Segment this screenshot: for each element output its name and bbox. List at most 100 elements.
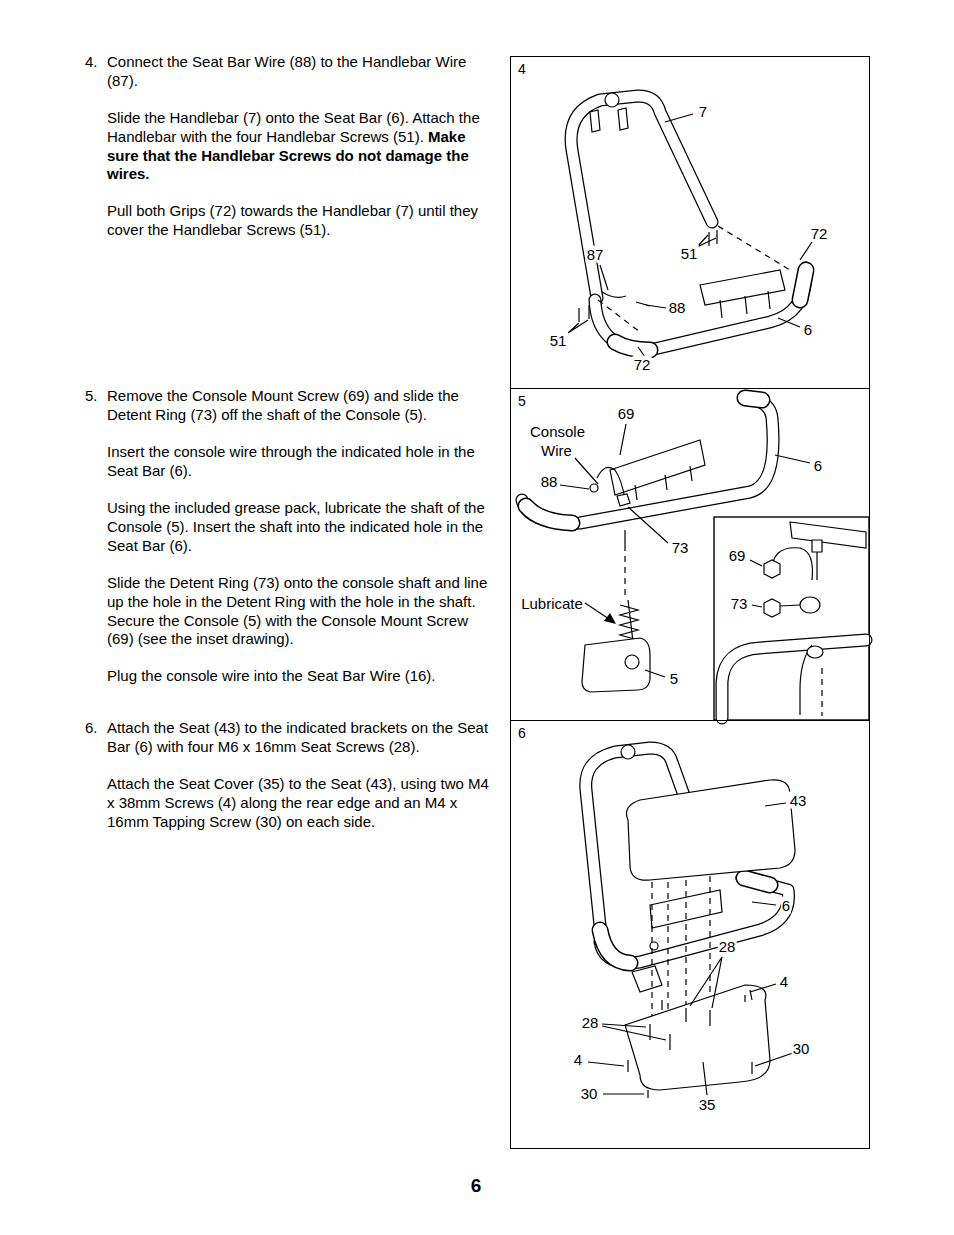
callout-wrap: 5 — [669, 670, 679, 689]
handlebar-assembly-part — [615, 342, 650, 350]
callout-wrap: 35 — [698, 1096, 717, 1115]
handlebar-assembly — [568, 93, 812, 357]
console-assembly-part — [625, 655, 639, 669]
console-assembly-part — [522, 398, 773, 523]
step-label: 6. — [85, 719, 107, 738]
console-assembly-part — [807, 646, 823, 658]
handlebar-assembly-part — [602, 292, 626, 297]
callout-number: Lubricate — [520, 595, 584, 612]
callout-number: 30 — [792, 1040, 811, 1057]
callout-number: 88 — [540, 473, 559, 490]
handlebar-assembly-part — [720, 291, 770, 318]
handlebar-assembly-part — [615, 342, 650, 350]
callout-wrap: 87 — [586, 246, 605, 265]
console-assembly-part — [722, 640, 866, 718]
console-assembly-part — [526, 506, 572, 523]
handlebar-assembly-part — [800, 270, 806, 300]
callout-number: 28 — [718, 938, 737, 955]
handlebar-assembly-part — [700, 270, 785, 305]
console-assembly-part — [821, 668, 822, 716]
callout-wrap: 88 — [668, 299, 687, 318]
callout-number: 6 — [813, 457, 823, 474]
seat-assembly-part — [744, 878, 770, 885]
callout-wrap: 28 — [581, 1014, 600, 1033]
step-panel: 6 — [510, 720, 870, 1149]
console-assembly-part — [714, 517, 869, 720]
handlebar-assembly-part — [618, 108, 628, 130]
callout-wrap: 72 — [633, 356, 652, 375]
callout-wrap: Console Wire — [525, 423, 589, 461]
callout-wrap: 6 — [803, 321, 813, 340]
console-assembly-part — [750, 560, 762, 607]
step-label: 4. — [85, 53, 98, 70]
console-assembly-part — [790, 522, 866, 548]
console-assembly — [522, 398, 869, 720]
console-assembly-part — [590, 484, 598, 492]
handlebar-assembly-part — [718, 226, 790, 270]
instruction-text: Slide the Detent Ring (73) onto the cons… — [107, 574, 487, 647]
instruction-text: Attach the Seat (43) to the indicated br… — [107, 719, 488, 755]
instruction-text: Attach the Seat Cover (35) to the Seat (… — [107, 775, 489, 830]
callout-number: 30 — [580, 1085, 599, 1102]
instruction-text: Slide the Handlebar (7) onto the Seat Ba… — [107, 109, 480, 145]
step-label: 6. — [85, 719, 98, 736]
callout-number: 4 — [779, 973, 789, 990]
instruction-paragraph: Attach the Seat (43) to the indicated br… — [107, 719, 497, 757]
callout-wrap: 88 — [540, 473, 559, 492]
seat-assembly-part — [744, 878, 770, 885]
console-assembly-part — [620, 605, 638, 640]
callout-number: 88 — [668, 299, 687, 316]
instruction-text: Using the included grease pack, lubricat… — [107, 499, 485, 554]
callout-number: 5 — [669, 670, 679, 687]
callout-wrap: 51 — [680, 245, 699, 264]
handlebar-assembly-part — [571, 96, 712, 298]
console-assembly-part — [624, 545, 625, 600]
callout-wrap: 73 — [671, 539, 690, 558]
instruction-paragraph: Pull both Grips (72) towards the Handleb… — [107, 202, 497, 240]
console-assembly-part — [812, 540, 822, 552]
instruction-paragraph: Plug the console wire into the Seat Bar … — [107, 667, 497, 686]
callout-number: 51 — [680, 245, 699, 262]
callout-wrap: 30 — [580, 1085, 599, 1104]
callout-wrap: 30 — [792, 1040, 811, 1059]
seat-assembly-part — [588, 803, 793, 1095]
handlebar-assembly-part — [598, 300, 640, 332]
callout-number: Console Wire — [529, 423, 585, 459]
callout-wrap: 51 — [549, 332, 568, 351]
console-assembly-part — [745, 398, 762, 400]
instruction-paragraph: Slide the Handlebar (7) onto the Seat Ba… — [107, 109, 497, 184]
instruction-text: Pull both Grips (72) towards the Handleb… — [107, 202, 478, 238]
instruction-paragraph: Insert the console wire through the indi… — [107, 443, 497, 481]
console-assembly-part — [816, 552, 817, 580]
handlebar-assembly-part — [595, 268, 806, 350]
page-number: 6 — [470, 1175, 483, 1196]
instruction-paragraph: Slide the Detent Ring (73) onto the cons… — [107, 574, 497, 649]
instruction-text: Connect the Seat Bar Wire (88) to the Ha… — [107, 53, 466, 89]
callout-wrap: 28 — [718, 938, 737, 957]
callout-wrap: 43 — [789, 792, 808, 811]
handlebar-assembly-part — [571, 96, 712, 298]
callout-number: 6 — [781, 897, 791, 914]
seat-assembly-part — [600, 878, 788, 963]
console-assembly-part — [635, 466, 692, 500]
step-label: 4. — [85, 53, 107, 72]
callout-wrap: 4 — [779, 973, 789, 992]
seat-assembly-part — [628, 995, 752, 1098]
handlebar-assembly-part — [595, 268, 806, 350]
callout-number: 69 — [728, 547, 747, 564]
seat-assembly-part — [650, 942, 658, 950]
seat-assembly-part — [600, 878, 788, 963]
callout-wrap: 6 — [781, 897, 791, 916]
seat-assembly-part — [621, 745, 635, 759]
console-assembly-part — [617, 494, 630, 506]
console-assembly-part — [764, 560, 780, 578]
callout-number: 4 — [573, 1051, 583, 1068]
callout-wrap: 73 — [730, 595, 749, 614]
callout-wrap: 7 — [698, 103, 708, 122]
console-assembly-part — [780, 605, 812, 715]
console-assembly-part — [522, 398, 773, 523]
console-assembly-part — [764, 599, 780, 617]
seat-assembly-part — [625, 985, 770, 1090]
callout-number: 72 — [810, 225, 829, 242]
